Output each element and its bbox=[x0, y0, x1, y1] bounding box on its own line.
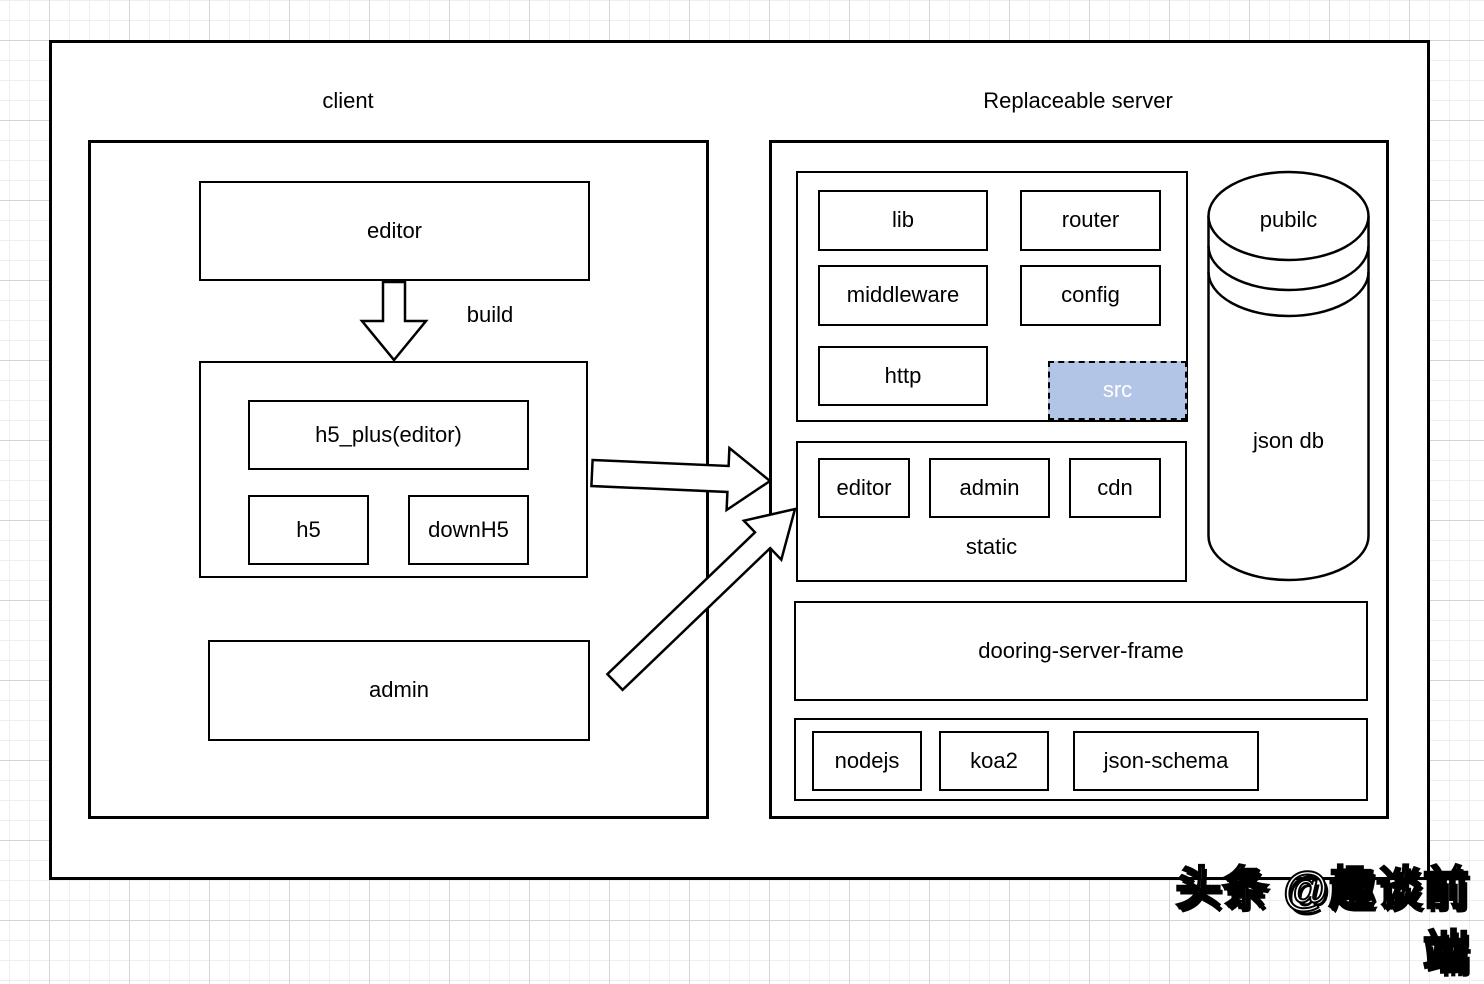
downh5-box: downH5 bbox=[408, 495, 529, 565]
static-editor-box: editor bbox=[818, 458, 910, 518]
watermark: 头条 @趣谈前端 bbox=[1174, 861, 1470, 979]
module-box-http: http bbox=[818, 346, 988, 406]
client-admin-box: admin bbox=[208, 640, 590, 741]
src-box: src bbox=[1048, 361, 1187, 420]
build-label: build bbox=[466, 302, 514, 327]
stack-nodejs-box: nodejs bbox=[812, 731, 922, 791]
module-box-middleware: middleware bbox=[818, 265, 988, 326]
stack-koa2-box: koa2 bbox=[939, 731, 1049, 791]
client-editor-box: editor bbox=[199, 181, 590, 281]
db-body-label: json db bbox=[1253, 428, 1324, 453]
module-box-router: router bbox=[1020, 190, 1161, 251]
stack-json-schema-box: json-schema bbox=[1073, 731, 1259, 791]
client-section-label: client bbox=[322, 88, 374, 113]
h5-plus-box: h5_plus(editor) bbox=[248, 400, 529, 470]
diagram-canvas: client Replaceable server editor build h… bbox=[49, 40, 1470, 979]
server-section-label: Replaceable server bbox=[983, 88, 1173, 113]
dooring-server-frame-box: dooring-server-frame bbox=[794, 601, 1368, 701]
static-label: static bbox=[965, 534, 1018, 559]
static-cdn-box: cdn bbox=[1069, 458, 1161, 518]
db-top-label: pubilc bbox=[1259, 207, 1318, 232]
module-box-config: config bbox=[1020, 265, 1161, 326]
static-admin-box: admin bbox=[929, 458, 1050, 518]
module-box-lib: lib bbox=[818, 190, 988, 251]
h5-box: h5 bbox=[248, 495, 369, 565]
